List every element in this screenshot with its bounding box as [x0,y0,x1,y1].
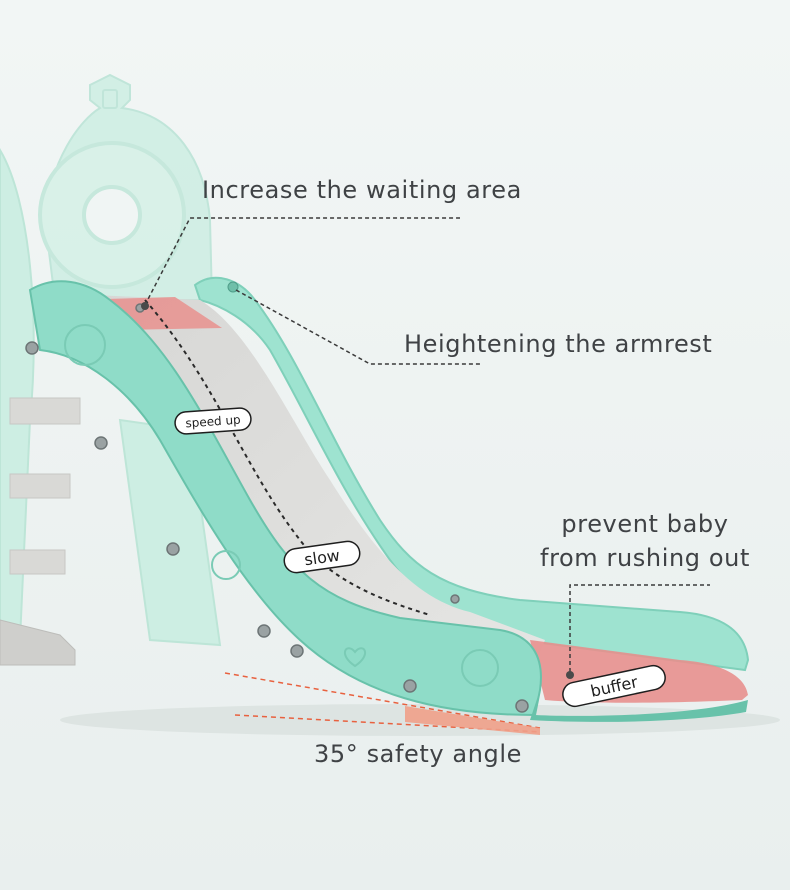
waiting-area-point [141,302,149,310]
slow-text: slow [303,546,341,570]
slow-label: slow [283,540,361,574]
emboss-decorations [64,324,499,687]
far-armrest [193,276,750,672]
angle-caption: 35° safety angle [314,740,523,768]
motion-path [144,299,431,616]
armrest-caption: Heightening the armrest [404,330,713,358]
angle-wedge [405,706,540,735]
chute-surface [95,295,545,700]
prevent-caption: prevent baby from rushing out [540,510,750,572]
armrest-cap [227,281,239,293]
prevent-caption-line1: prevent baby [561,510,729,538]
prevent-caption-line2: from rushing out [540,544,750,572]
speed-up-label: speed up [174,407,252,435]
speed-up-text: speed up [185,413,241,431]
waiting-area-caption: Increase the waiting area [202,176,522,204]
near-armrest [28,280,542,717]
slide-bottom-edge [530,690,748,722]
ladder [0,397,81,666]
leader-lines [144,217,710,672]
buffer-point [566,671,574,679]
platform-panel [38,73,214,301]
